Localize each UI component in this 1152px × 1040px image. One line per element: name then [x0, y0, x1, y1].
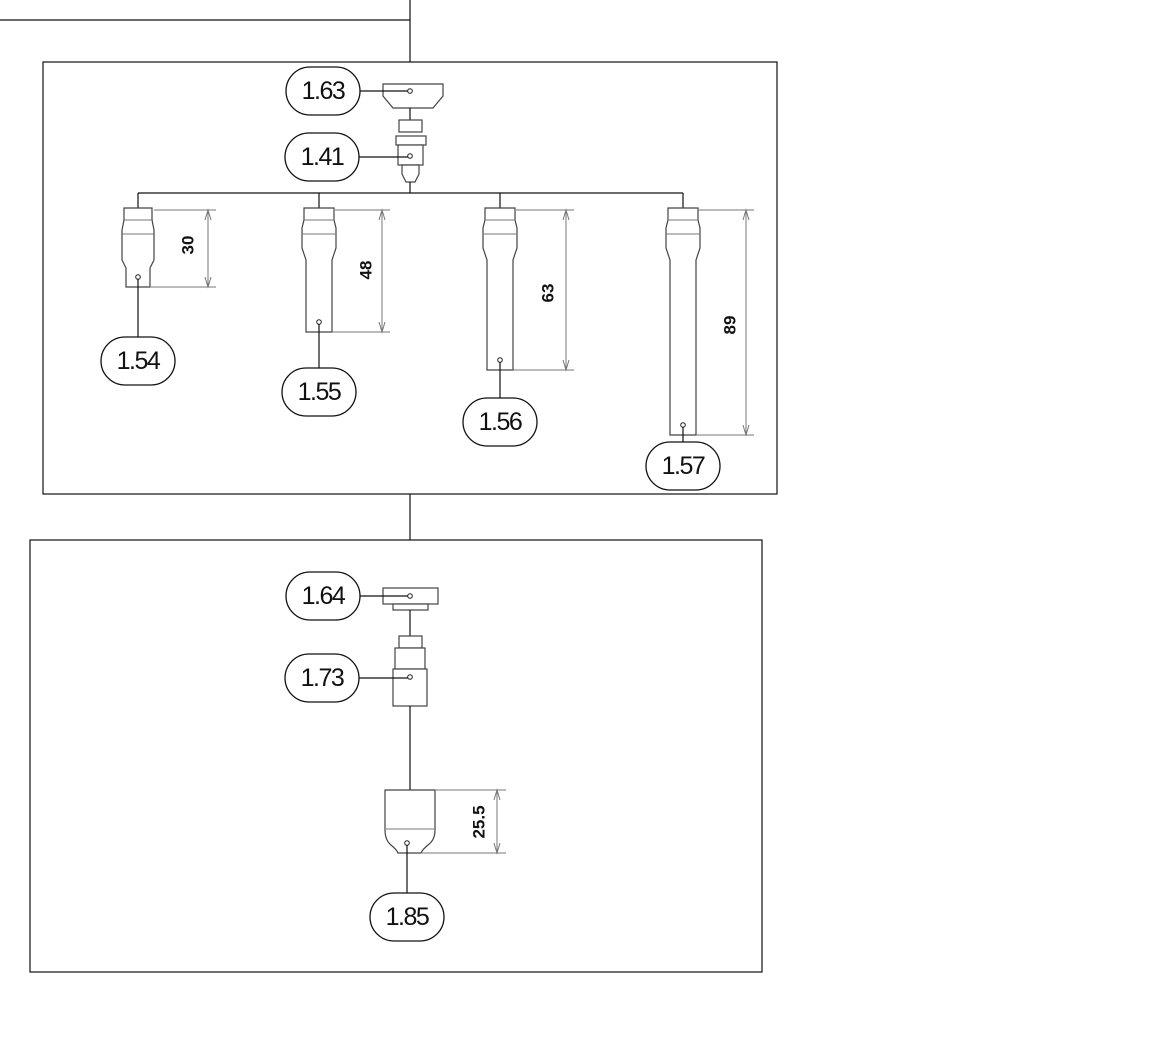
dimension-label: 25.5 — [470, 805, 489, 838]
nozzle-1-57[interactable] — [665, 193, 701, 442]
adapter-1-73[interactable] — [392, 635, 428, 707]
nozzle-1-54[interactable] — [121, 193, 155, 337]
dimension-label: 63 — [539, 284, 558, 303]
part-number: 1.73 — [301, 664, 344, 692]
dimension-25-5 — [421, 788, 506, 855]
balloon-1-55[interactable]: 1.55 — [281, 367, 357, 417]
cap-1-64[interactable] — [382, 587, 439, 611]
balloon-1-63[interactable]: 1.63 — [285, 66, 361, 116]
part-number: 1.41 — [301, 143, 344, 171]
balloon-1-57[interactable]: 1.57 — [645, 441, 721, 491]
dimension-label: 89 — [721, 316, 740, 335]
dimension-63 — [513, 208, 574, 372]
balloon-1-41[interactable]: 1.41 — [284, 132, 360, 182]
part-number: 1.54 — [117, 347, 161, 375]
bottom-assembly-frame — [29, 539, 763, 973]
nozzle-1-56[interactable] — [482, 193, 518, 398]
balloon-1-54[interactable]: 1.54 — [100, 336, 176, 386]
dimension-label: 30 — [179, 236, 198, 255]
part-number: 1.85 — [386, 903, 429, 931]
balloon-1-56[interactable]: 1.56 — [462, 397, 538, 447]
cap-leader — [359, 90, 408, 158]
balloon-1-64[interactable]: 1.64 — [285, 571, 361, 621]
adapter-1-41[interactable] — [395, 119, 427, 183]
dimension-30 — [151, 208, 216, 289]
dimension-label: 48 — [357, 261, 376, 280]
cap-1-63[interactable] — [382, 83, 444, 109]
nozzle-1-85[interactable] — [384, 789, 436, 854]
part-number: 1.55 — [298, 378, 341, 406]
balloon-1-85[interactable]: 1.85 — [369, 892, 445, 942]
dimension-89 — [696, 208, 754, 437]
part-number: 1.64 — [302, 582, 346, 610]
balloon-1-73[interactable]: 1.73 — [284, 653, 360, 703]
part-number: 1.56 — [479, 408, 522, 436]
part-number: 1.63 — [302, 77, 345, 105]
dimension-48 — [332, 208, 390, 334]
nozzle-1-55[interactable] — [301, 193, 337, 368]
part-number: 1.57 — [662, 452, 705, 480]
